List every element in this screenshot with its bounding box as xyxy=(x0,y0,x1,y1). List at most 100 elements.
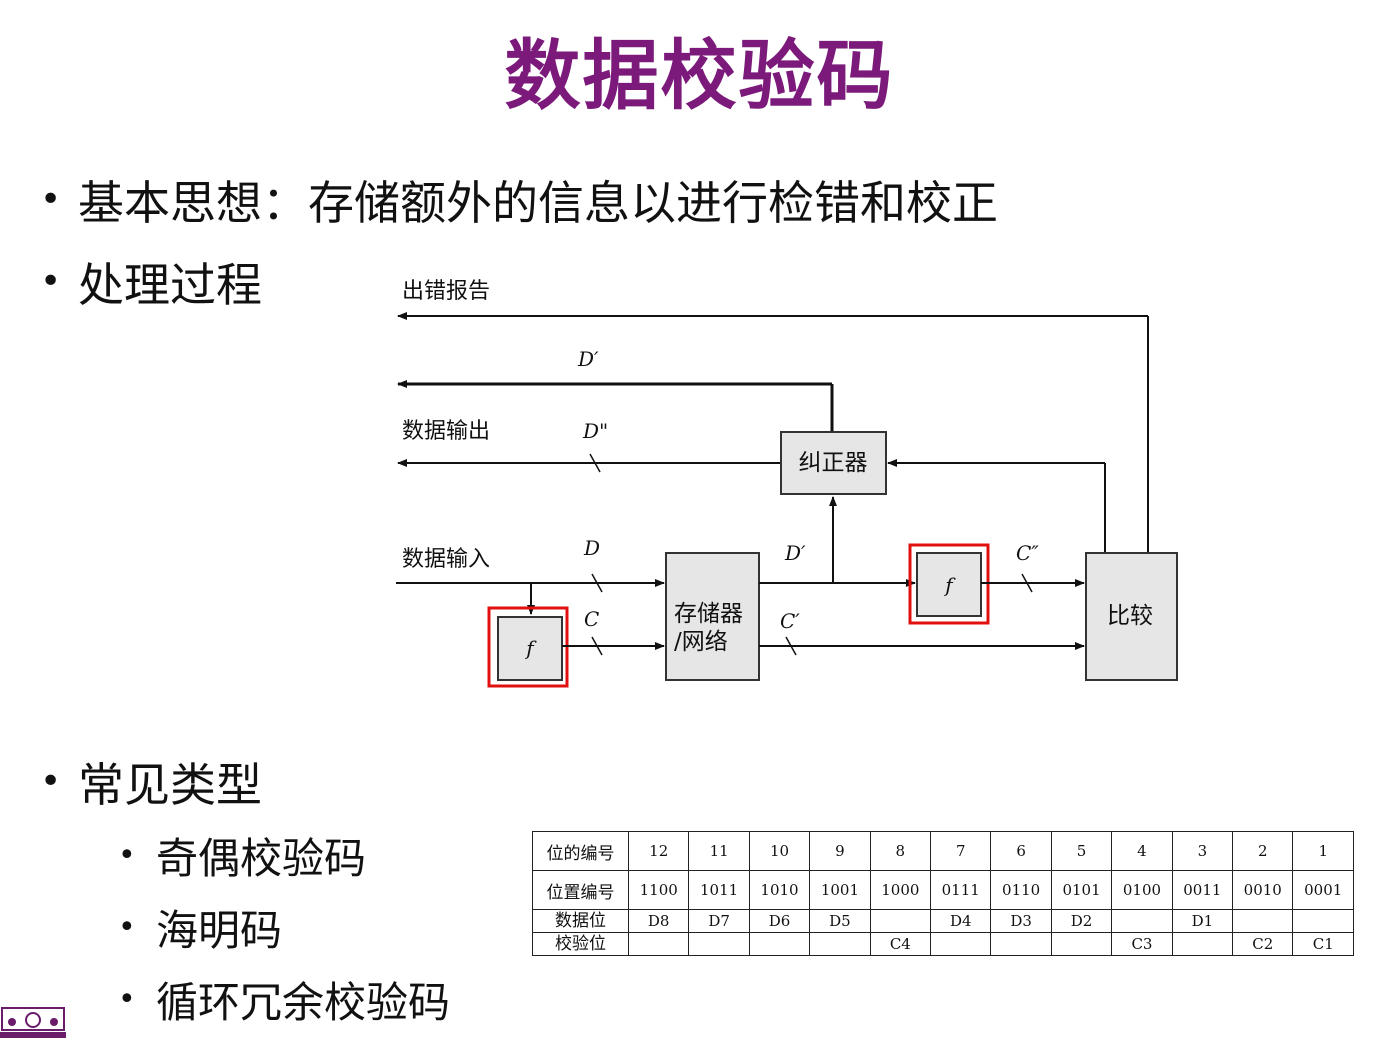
label-c: C xyxy=(584,607,599,631)
table-cell xyxy=(627,932,690,956)
storage-label-1: 存储器 xyxy=(674,601,743,627)
label-data-output: 数据输出 xyxy=(402,419,490,444)
table-cell: 0101 xyxy=(1050,870,1113,910)
table-cell: D5 xyxy=(809,909,871,933)
bullet-text: 处理过程 xyxy=(78,258,262,312)
table-cell: 1011 xyxy=(688,870,750,910)
table-cell xyxy=(809,932,871,956)
storage-label-2: /网络 xyxy=(674,629,728,655)
bullet-dot: • xyxy=(40,179,62,220)
bullet-text: 常见类型 xyxy=(78,758,262,812)
row-header: 校验位 xyxy=(532,932,629,956)
bullet-process: •处理过程 xyxy=(40,262,262,308)
table-cell: 0010 xyxy=(1232,870,1294,910)
bullet-dot: • xyxy=(118,982,136,1017)
corrector-label: 纠正器 xyxy=(799,450,868,476)
table-cell: 0100 xyxy=(1111,870,1173,910)
sub-bullet-text: 奇偶校验码 xyxy=(156,834,367,883)
table-cell: 0110 xyxy=(990,870,1052,910)
table-cell: 4 xyxy=(1111,831,1173,871)
bullet-text: 基本思想：存储额外的信息以进行检错和校正 xyxy=(78,176,998,230)
label-d-prime-mid: D′ xyxy=(784,541,806,565)
row-header: 数据位 xyxy=(532,909,629,933)
bullet-common-types: •常见类型 xyxy=(40,762,262,808)
sub-bullet-text: 海明码 xyxy=(156,906,283,955)
university-logo-icon xyxy=(0,1004,66,1038)
table-cell: C4 xyxy=(869,932,932,956)
table-cell xyxy=(1232,909,1294,933)
table-cell: 1 xyxy=(1292,831,1354,871)
table-cell: D4 xyxy=(930,909,992,933)
table-cell: 1000 xyxy=(869,870,932,910)
table-cell xyxy=(930,932,992,956)
table-cell: 2 xyxy=(1232,831,1294,871)
label-c-prime: C′ xyxy=(780,609,800,633)
label-c-double-prime: C″ xyxy=(1016,541,1039,565)
bus-slash xyxy=(591,573,603,593)
label-d-prime-top: D′ xyxy=(577,347,599,371)
table-cell xyxy=(990,932,1052,956)
table-cell xyxy=(1111,909,1173,933)
table-cell: 0011 xyxy=(1171,870,1234,910)
table-cell: D3 xyxy=(990,909,1052,933)
sub-bullet-crc: •循环冗余校验码 xyxy=(118,982,450,1024)
table-cell: 8 xyxy=(869,831,932,871)
row-header: 位的编号 xyxy=(532,831,629,871)
table-cell: D1 xyxy=(1171,909,1234,933)
table-cell: C3 xyxy=(1111,932,1173,956)
table-cell: D6 xyxy=(748,909,811,933)
table-cell xyxy=(869,909,932,933)
bullet-dot: • xyxy=(118,910,136,945)
row-header: 位置编号 xyxy=(532,870,629,910)
table-cell: 1010 xyxy=(748,870,811,910)
bus-slash xyxy=(589,453,601,473)
table-cell: D7 xyxy=(688,909,750,933)
table-cell xyxy=(748,932,811,956)
table-cell xyxy=(1171,932,1234,956)
label-d-double-prime: D" xyxy=(582,419,608,443)
compare-box xyxy=(1085,552,1178,681)
bullet-dot: • xyxy=(118,838,136,873)
bullet-dot: • xyxy=(40,261,62,302)
label-error-report: 出错报告 xyxy=(402,279,490,304)
label-data-input: 数据输入 xyxy=(402,547,490,572)
table-cell: 10 xyxy=(748,831,811,871)
table-cell: 9 xyxy=(809,831,871,871)
table-cell xyxy=(1050,932,1113,956)
bullet-dot: • xyxy=(40,761,62,802)
bullet-basic-idea: •基本思想：存储额外的信息以进行检错和校正 xyxy=(40,180,998,226)
page-title: 数据校验码 xyxy=(504,31,895,120)
table-cell: C1 xyxy=(1292,932,1354,956)
table-cell xyxy=(1292,909,1354,933)
label-d: D xyxy=(583,536,600,560)
sub-bullet-hamming: •海明码 xyxy=(118,910,282,952)
bus-slash xyxy=(591,636,603,656)
table-cell xyxy=(688,932,750,956)
bus-slash xyxy=(785,636,797,656)
table-cell: 11 xyxy=(688,831,750,871)
table-cell: 7 xyxy=(930,831,992,871)
table-cell: D8 xyxy=(627,909,690,933)
table-cell: 12 xyxy=(627,831,690,871)
compare-label: 比较 xyxy=(1107,603,1153,629)
table-cell: 5 xyxy=(1050,831,1113,871)
sub-bullet-text: 循环冗余校验码 xyxy=(156,978,451,1027)
table-cell: 1100 xyxy=(627,870,690,910)
table-cell: C2 xyxy=(1232,932,1294,956)
table-cell: 3 xyxy=(1171,831,1234,871)
table-cell: 1001 xyxy=(809,870,871,910)
sub-bullet-parity: •奇偶校验码 xyxy=(118,838,366,880)
bus-slash xyxy=(1021,573,1033,593)
table-cell: 6 xyxy=(990,831,1052,871)
corrector-box xyxy=(780,431,887,495)
table-cell: 0111 xyxy=(930,870,992,910)
storage-box xyxy=(665,552,760,681)
table-cell: 0001 xyxy=(1292,870,1354,910)
